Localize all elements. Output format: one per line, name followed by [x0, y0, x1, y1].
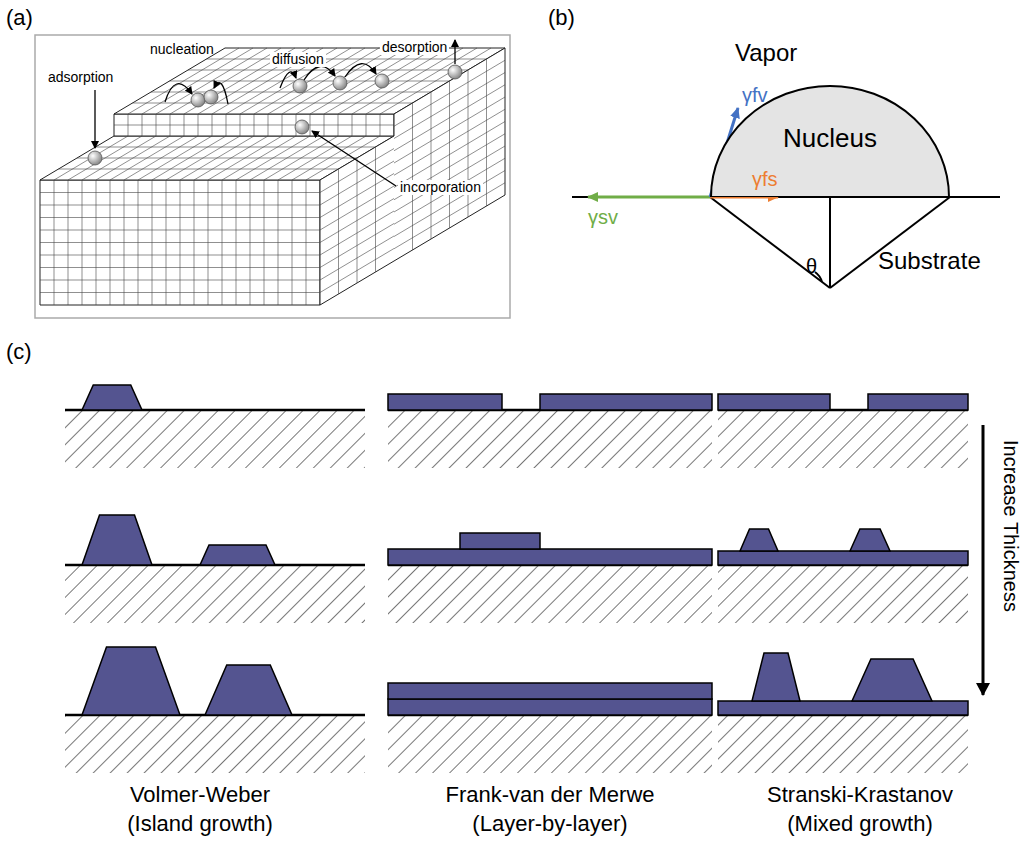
- mode-subtitle: (Layer-by-layer): [472, 812, 627, 836]
- tension-label: γsv: [588, 206, 618, 228]
- axis-label: Increase Thickness: [1000, 440, 1022, 612]
- nucleus-label: Nucleus: [783, 123, 877, 154]
- angle-label: θ: [806, 255, 817, 277]
- mode-title: Stranski-Krastanov: [767, 783, 953, 807]
- process-label: adsorption: [48, 70, 113, 85]
- process-arrows: [95, 40, 455, 186]
- process-label: diffusion: [270, 52, 326, 67]
- mode-subtitle: (Mixed growth): [787, 812, 932, 836]
- tension-label: γfs: [752, 168, 778, 190]
- mode-title: Volmer-Weber: [130, 783, 270, 807]
- thickness-arrow: [982, 425, 985, 695]
- region-label: Substrate: [878, 248, 981, 274]
- cap-geometry: [710, 197, 950, 288]
- panel-frame: [35, 35, 510, 318]
- gamma-sv-arrow: [588, 196, 710, 199]
- panel-letter: (c): [6, 340, 32, 364]
- film-layers: [82, 385, 968, 715]
- process-label: incorporation: [398, 180, 483, 195]
- substrates: [65, 410, 968, 773]
- crystal-block: [40, 48, 505, 305]
- mode-subtitle: (Island growth): [127, 812, 273, 836]
- tension-label: γfv: [742, 84, 768, 106]
- panel-letter: (a): [6, 6, 33, 30]
- mode-title: Frank-van der Merwe: [445, 783, 654, 807]
- atoms: [88, 65, 462, 165]
- panel-letter: (b): [548, 6, 575, 30]
- process-label: nucleation: [150, 42, 214, 57]
- lattice-grid: [40, 48, 505, 305]
- process-label: desorption: [380, 40, 449, 55]
- region-label: Vapor: [735, 40, 797, 66]
